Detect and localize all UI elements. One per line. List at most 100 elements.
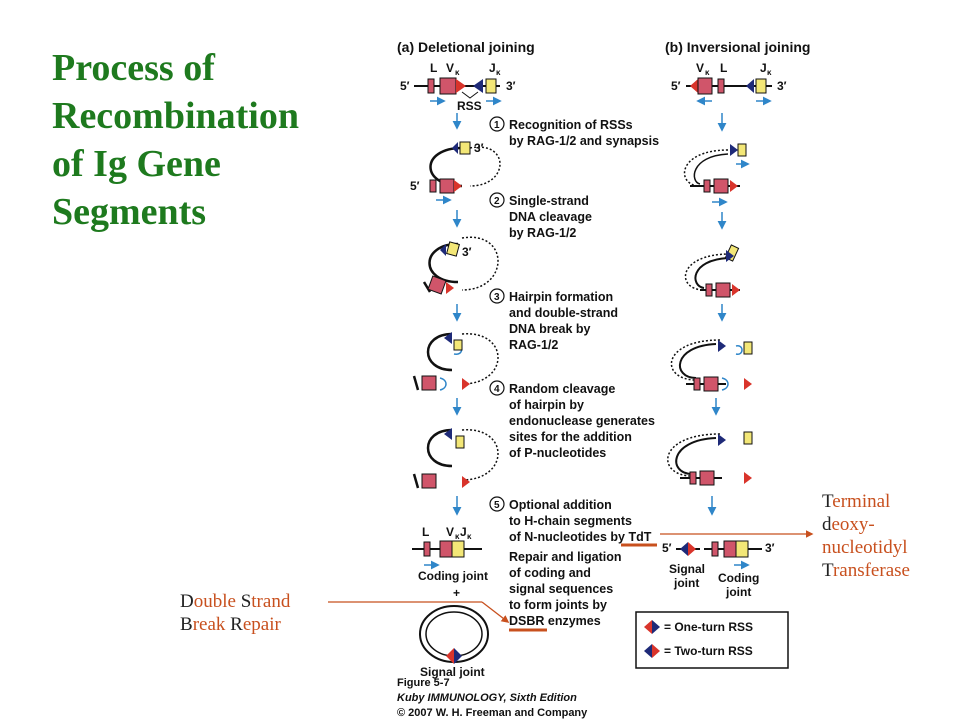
hairpin-arrow-icon [721, 377, 729, 391]
l-segment [423, 541, 431, 557]
v-label: V [446, 61, 454, 75]
one-turn-rss-icon [732, 284, 740, 296]
panel-a-coding-joint: L V κ J κ Coding joint + [412, 525, 488, 600]
step-text-line: Hairpin formation [509, 290, 613, 304]
l-segment [427, 78, 435, 94]
j-segment [743, 341, 753, 355]
dsbr-line-2: Break Repair [180, 614, 281, 635]
panel-b-loop-1 [683, 143, 750, 207]
j-segment [455, 435, 465, 449]
panel-b-loop-3 [670, 339, 753, 392]
tdt-line-2: deoxy- [822, 514, 875, 535]
step-text-line: of P-nucleotides [509, 446, 606, 460]
dsbr-line-1: Double Strand [180, 591, 291, 612]
step-number: 5 [494, 500, 500, 511]
v-label: V [696, 61, 704, 75]
step-text-line: endonuclease generates [509, 414, 655, 428]
l-label: L [422, 525, 429, 539]
j-segment [451, 540, 465, 558]
v-segment [713, 178, 729, 194]
figure-caption: Figure 5-7 Kuby IMMUNOLOGY, Sixth Editio… [397, 677, 588, 719]
three-prime-label: 3′ [506, 79, 516, 93]
v-segment [439, 77, 457, 95]
l-segment [689, 471, 697, 485]
l-segment [711, 541, 719, 557]
v-label: V [446, 525, 454, 539]
title-line-2: Recombination [52, 95, 299, 137]
panel-b-loop-4 [667, 431, 753, 486]
one-turn-rss-icon [730, 180, 738, 192]
figure-number: Figure 5-7 [397, 677, 450, 689]
hairpin-arrow-icon [439, 377, 447, 391]
v-segment [697, 77, 713, 95]
step-text-line: sites for the addition [509, 430, 632, 444]
two-turn-rss-icon [444, 428, 452, 440]
signal-joint-label: joint [673, 576, 699, 590]
plus-label: + [453, 586, 460, 600]
one-turn-rss-icon [744, 472, 752, 484]
copyright: © 2007 W. H. Freeman and Company [397, 707, 588, 719]
three-prime-label: 3′ [777, 79, 787, 93]
panel-b-loop-2 [684, 244, 740, 298]
step-text-line: Single-strand [509, 194, 589, 208]
step-number-badge [489, 380, 505, 396]
v-segment [421, 473, 437, 489]
panel-a-loop-1: 3′ 5′ [410, 141, 501, 205]
three-prime-label: 3′ [462, 245, 472, 259]
l-label: L [720, 61, 727, 75]
legend-box [635, 611, 789, 669]
step-number-badge [489, 496, 505, 512]
step-number: 3 [494, 292, 500, 303]
repair-text-line: to form joints by [509, 598, 607, 612]
one-turn-rss-icon [744, 378, 752, 390]
j-segment [446, 241, 460, 257]
two-turn-rss-icon [652, 620, 660, 634]
j-segment [737, 143, 747, 157]
step-text-line: Optional addition [509, 498, 612, 512]
three-prime-label: 3′ [474, 141, 484, 155]
five-prime-label: 5′ [400, 79, 410, 93]
repair-step: Repair and ligation of coding and signal… [509, 543, 657, 632]
panel-a-loop-2: 3′ [422, 236, 499, 295]
three-prime-label: 3′ [765, 541, 775, 555]
book-title: Kuby IMMUNOLOGY, Sixth Edition [397, 692, 577, 704]
tdt-line-3: nucleotidyl [822, 537, 908, 558]
step-3: 3 Hairpin formation and double-strand DN… [489, 288, 618, 352]
step-text-line: Recognition of RSSs [509, 118, 633, 132]
repair-text-line: DSBR enzymes [509, 614, 601, 628]
coding-joint-label: Coding [718, 571, 759, 585]
kappa-label: κ [455, 68, 460, 77]
title-line-3: of Ig Gene [52, 143, 221, 185]
signal-joint-label: Signal joint [420, 665, 485, 679]
repair-text-line: of coding and [509, 566, 591, 580]
kappa-label-j: κ [467, 532, 472, 541]
coding-joint-label: Coding joint [418, 569, 488, 583]
j-segment [453, 339, 463, 351]
coding-joint-label: joint [725, 585, 751, 599]
l-segment [429, 179, 437, 193]
step-number-badge [489, 288, 505, 304]
panel-a-signal-joint: Signal joint [419, 605, 489, 679]
dsbr-annotation: Double Strand Break Repair [180, 590, 290, 636]
one-turn-rss-icon [446, 282, 454, 294]
two-turn-rss-icon [644, 644, 652, 658]
v-segment [699, 470, 715, 486]
repair-text-line: Repair and ligation [509, 550, 622, 564]
step-text-line: of N-nucleotides by TdT [509, 530, 652, 544]
j-segment [755, 78, 767, 94]
five-prime-label: 5′ [662, 541, 672, 555]
two-turn-rss-icon [726, 250, 734, 262]
kappa-label-j: κ [767, 68, 772, 77]
five-prime-label: 5′ [671, 79, 681, 93]
step-text-line: to H-chain segments [509, 514, 632, 528]
step-2: 2 Single-strand DNA cleavage by RAG-1/2 [489, 192, 592, 240]
j-segment [743, 431, 753, 445]
panel-b-down-arrows [707, 113, 727, 516]
panel-a-loop-4 [412, 428, 499, 489]
rss-bracket [461, 91, 479, 99]
step-number: 2 [494, 196, 500, 207]
v-segment [723, 540, 737, 558]
two-turn-rss-icon [454, 648, 462, 664]
five-prime-label: 5′ [410, 179, 420, 193]
v-segment [715, 282, 731, 298]
